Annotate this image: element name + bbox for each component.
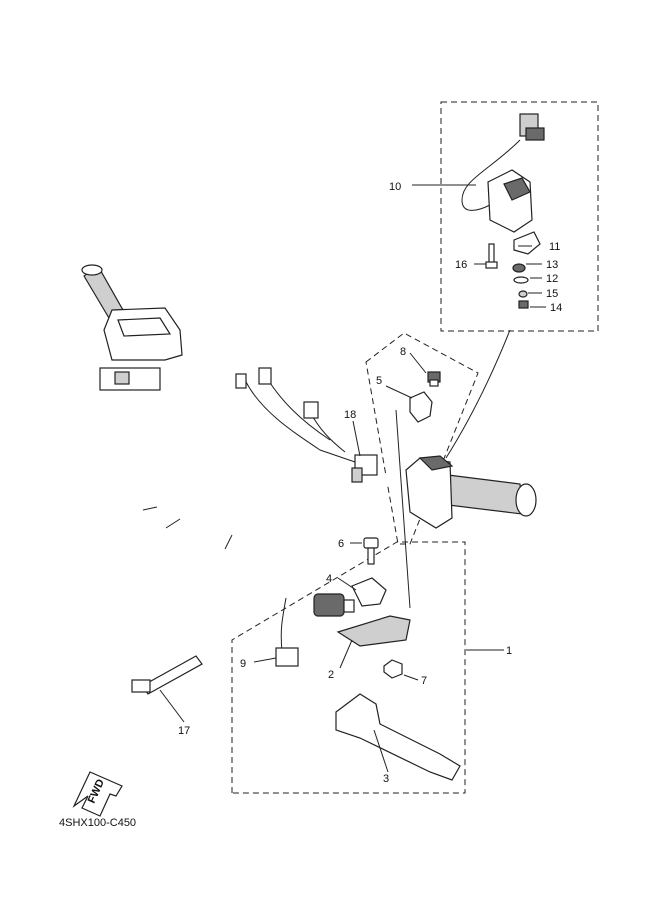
callout-8: 8 — [400, 346, 406, 358]
cable-switch — [280, 593, 355, 653]
part-6-bolt — [363, 537, 379, 565]
dashed-box-lever-assembly — [231, 541, 466, 794]
wire-harness — [235, 367, 356, 463]
handlebar-switch — [405, 455, 454, 529]
part-16-screw — [485, 243, 498, 269]
callout-11: 11 — [549, 241, 560, 253]
fwd-arrow-icon: FWD — [72, 771, 123, 817]
left-grip — [81, 264, 183, 391]
callout-7: 7 — [421, 675, 427, 687]
part-9-coupler — [275, 647, 299, 667]
part-2-bracket — [336, 615, 411, 647]
part-3-lever — [335, 693, 461, 781]
part-5-holder — [409, 391, 433, 423]
callout-2: 2 — [328, 669, 334, 681]
callout-3: 3 — [383, 773, 389, 785]
leader-lines — [159, 184, 546, 773]
right-grip — [439, 473, 537, 517]
callout-9: 9 — [240, 658, 246, 670]
callout-17: 17 — [178, 725, 190, 737]
callout-5: 5 — [376, 375, 382, 387]
inset-box-switch-assembly — [440, 101, 599, 332]
part-4-switch — [351, 577, 387, 607]
callout-14: 14 — [550, 302, 562, 314]
part-10-switch-assembly — [461, 113, 545, 233]
dashed-box-holder-group — [365, 332, 479, 545]
part-8-screw — [427, 371, 441, 387]
callout-1: 1 — [506, 645, 512, 657]
part-13-washer — [512, 263, 526, 273]
part-7-nut — [383, 659, 403, 679]
part-12-washer — [513, 276, 529, 284]
callout-16: 16 — [455, 259, 467, 271]
callout-4: 4 — [326, 573, 332, 585]
part-11-bracket — [513, 231, 541, 255]
callout-6: 6 — [338, 538, 344, 550]
part-18-clamp — [351, 454, 378, 483]
part-14-screw — [518, 300, 529, 309]
callout-10: 10 — [389, 181, 401, 193]
callout-13: 13 — [546, 259, 558, 271]
part-15-washer — [518, 290, 528, 298]
diagram-code: 4SHX100-C450 — [59, 817, 136, 829]
callout-15: 15 — [546, 288, 558, 300]
cable — [395, 409, 411, 609]
callout-18: 18 — [344, 409, 356, 421]
handlebar — [142, 380, 421, 555]
callout-12: 12 — [546, 273, 558, 285]
switch-lead — [445, 329, 511, 459]
part-17-cable-tie — [131, 655, 203, 695]
